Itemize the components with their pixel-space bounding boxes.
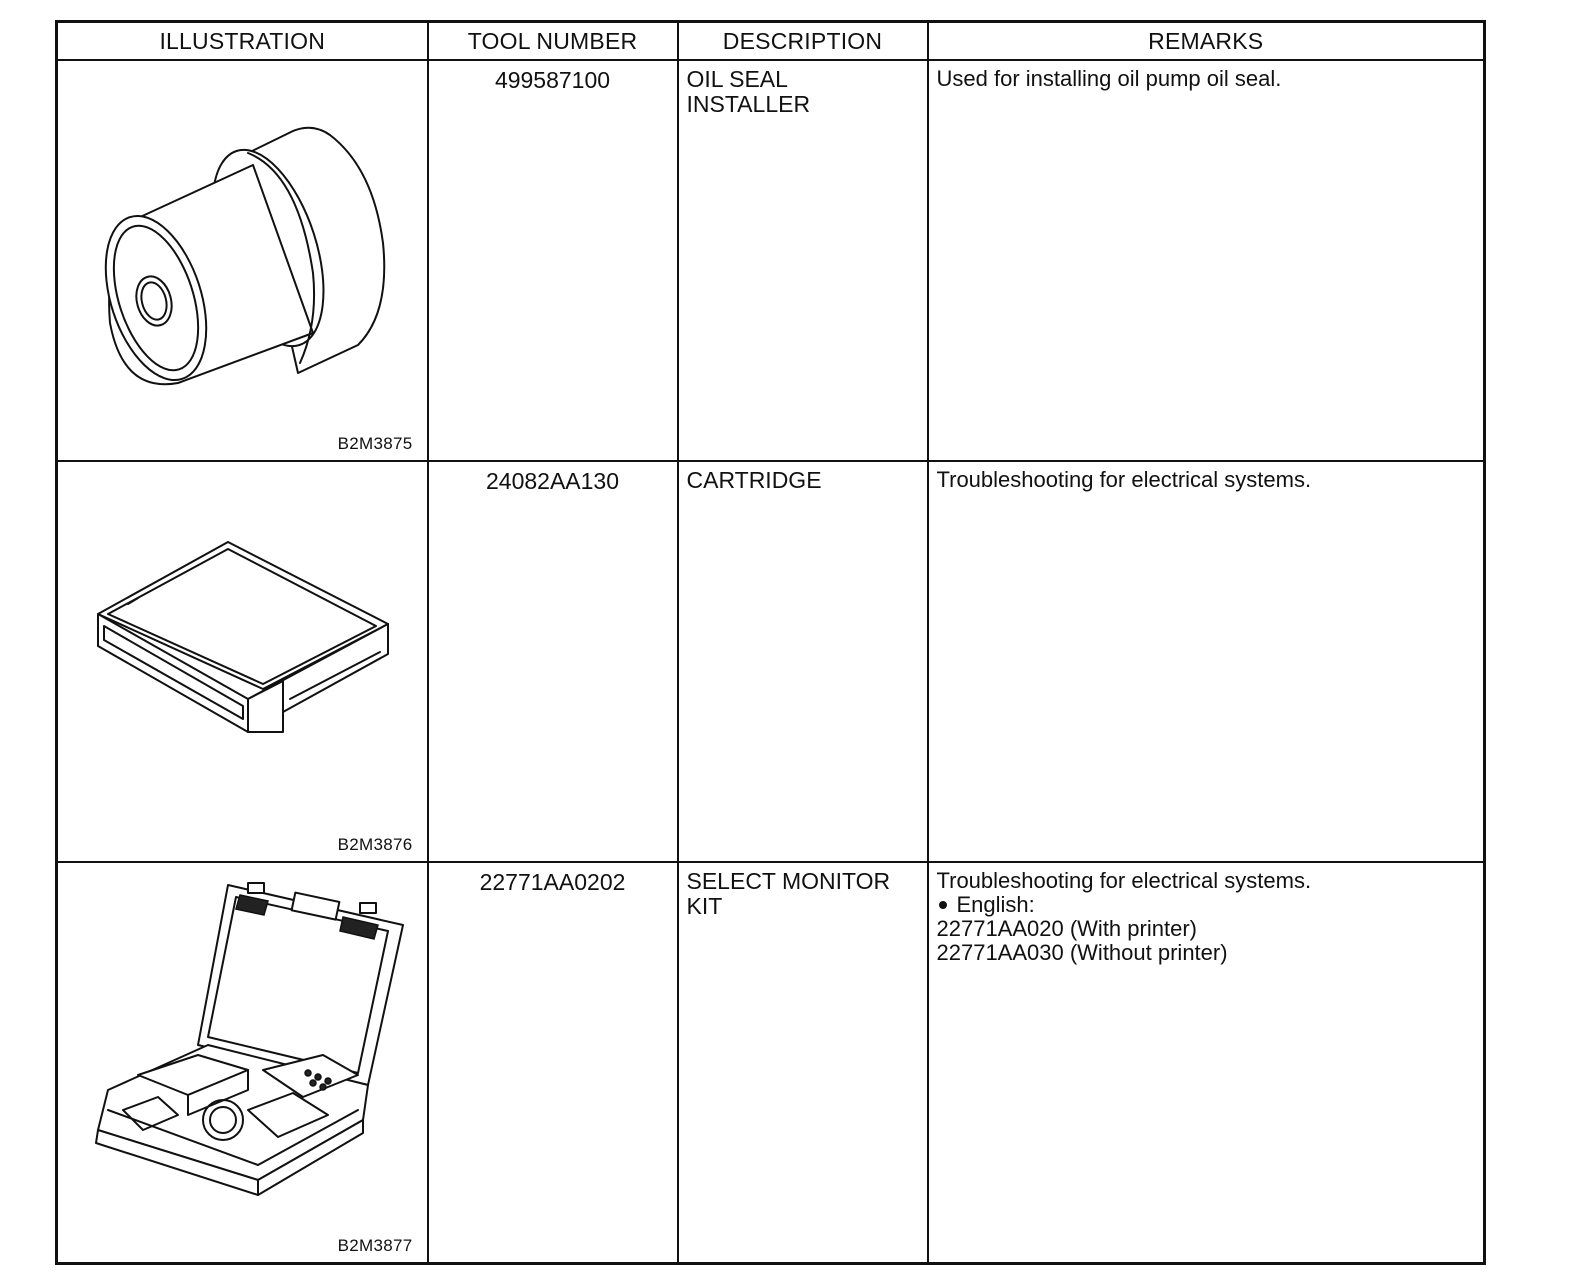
header-row: ILLUSTRATION TOOL NUMBER DESCRIPTION REM… [55, 20, 1486, 61]
header-illustration: ILLUSTRATION [55, 20, 429, 61]
special-tools-table: ILLUSTRATION TOOL NUMBER DESCRIPTION REM… [55, 20, 1486, 1265]
tool-number-cell: 24082AA130 [426, 460, 679, 863]
oil-seal-installer-icon [104, 126, 386, 386]
remarks-cell: Used for installing oil pump oil seal. [926, 59, 1486, 462]
remark-line: Troubleshooting for electrical systems. [936, 868, 1312, 893]
select-monitor-kit-icon [95, 882, 404, 1196]
remark-bullet-text: English: [956, 892, 1035, 917]
remarks-cell: Troubleshooting for electrical systems. [926, 460, 1486, 863]
tool-number-cell: 499587100 [426, 59, 679, 462]
remark-line: 22771AA030 (Without printer) [936, 940, 1228, 965]
illustration-cell: B2M3875 [55, 59, 429, 462]
description-cell: OIL SEAL INSTALLER [676, 59, 929, 462]
header-tool-number: TOOL NUMBER [426, 20, 679, 61]
illustration-cell: B2M3877 [55, 861, 429, 1265]
table-row: B2M3877 22771AA0202 SELECT MONITOR KIT T… [55, 861, 1486, 1265]
illustration-code: B2M3875 [337, 434, 413, 453]
illustration-cell: B2M3876 [55, 460, 429, 863]
description-cell: CARTRIDGE [676, 460, 929, 863]
table-row: B2M3876 24082AA130 CARTRIDGE Troubleshoo… [55, 460, 1486, 863]
remark-bullet-line: English: [937, 893, 1476, 917]
remark-line: Troubleshooting for electrical systems. [936, 467, 1312, 492]
bullet-icon [938, 900, 947, 909]
remark-line: 22771AA020 (With printer) [936, 916, 1197, 941]
description-cell: SELECT MONITOR KIT [676, 861, 929, 1265]
tool-number-cell: 22771AA0202 [426, 861, 679, 1265]
illustration-code: B2M3877 [337, 1236, 413, 1255]
header-description: DESCRIPTION [676, 20, 929, 61]
remark-line: Used for installing oil pump oil seal. [936, 66, 1282, 91]
cartridge-icon [97, 541, 389, 733]
table-row: B2M3875 499587100 OIL SEAL INSTALLER Use… [55, 59, 1486, 462]
illustration-code: B2M3876 [337, 835, 413, 854]
header-remarks: REMARKS [926, 20, 1486, 61]
remarks-cell: Troubleshooting for electrical systems. … [926, 861, 1486, 1265]
